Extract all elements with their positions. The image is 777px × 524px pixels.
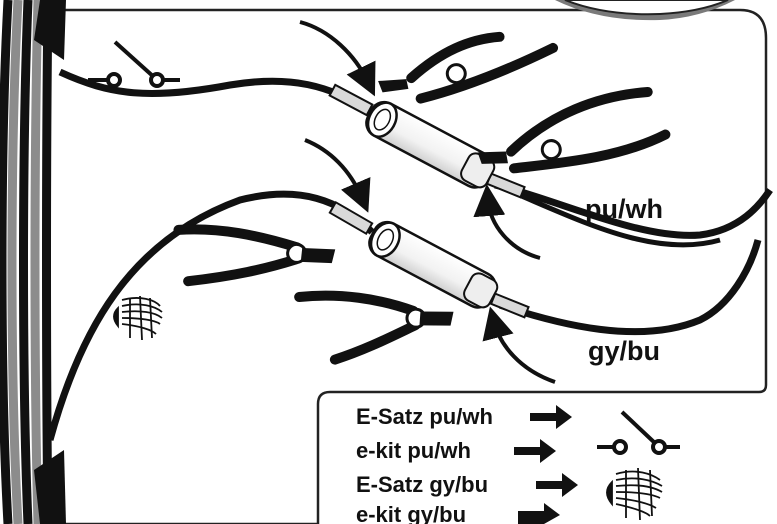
wire-harness <box>0 0 66 524</box>
gy-bu-label: gy/bu <box>588 336 660 366</box>
legend: E-Satz pu/wh e-kit pu/wh E-Satz gy/bu e-… <box>356 404 680 524</box>
legend-row-1: E-Satz pu/wh <box>356 404 493 429</box>
legend-row-2: e-kit pu/wh <box>356 438 471 463</box>
legend-arrow-icon <box>514 405 578 524</box>
pu-wh-label: pu/wh <box>585 194 663 224</box>
legend-row-4: e-kit gy/bu <box>356 502 466 524</box>
legend-switch-icon <box>597 412 680 453</box>
legend-row-3: E-Satz gy/bu <box>356 472 488 497</box>
legend-lamp-icon <box>607 468 662 520</box>
